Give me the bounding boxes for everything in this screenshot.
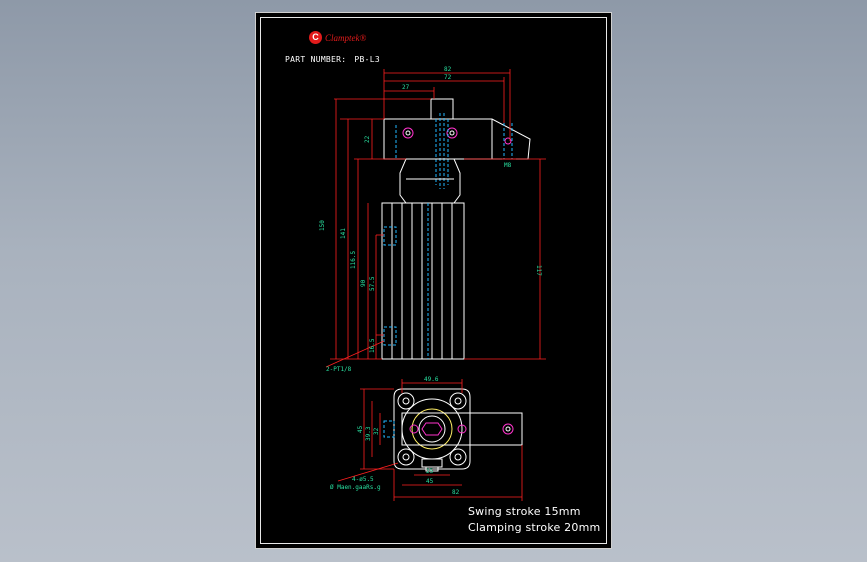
technical-drawing: 82 72 27 22 M8 150 141 116.5 90 57.5 16.… — [319, 66, 546, 501]
drawing-frame — [260, 17, 607, 544]
dim-117: 117 — [535, 265, 542, 276]
hidden-lines-plan — [383, 420, 395, 438]
dimension-text-elevation: 82 72 27 22 M8 150 141 116.5 90 57.5 16.… — [319, 66, 542, 373]
dim-32: 32 — [373, 427, 380, 435]
dim-45-vertical: 45 — [357, 425, 364, 433]
brand-logo: C Clamptek® — [309, 31, 366, 44]
hidden-ports — [383, 203, 429, 359]
dim-25: 25 — [426, 468, 434, 475]
dim-150: 150 — [319, 220, 326, 231]
dim-16-5: 16.5 — [369, 338, 376, 353]
part-number-value: PB-L3 — [354, 55, 380, 64]
dim-57-5: 57.5 — [369, 276, 376, 291]
dim-39-3: 39.3 — [365, 426, 372, 441]
dim-45-horizontal: 45 — [426, 478, 434, 485]
swing-stroke-note: Swing stroke 15mm — [468, 505, 581, 518]
clamp-body — [381, 202, 465, 360]
part-number-label: PART NUMBER: — [285, 55, 347, 64]
drawing-sheet: C Clamptek® PART NUMBER: PB-L3 — [255, 12, 612, 549]
dimension-text-plan: 49.6 45 39.3 32 25 45 82 4-ø5.5 Ø Maen.g… — [330, 376, 460, 496]
logo-icon: C — [309, 31, 322, 44]
clamp-arm — [383, 98, 531, 160]
base-flange — [393, 388, 471, 472]
dim-82-bottom: 82 — [452, 489, 460, 496]
dim-holes-note: Ø Maen.gaaRs.g — [330, 484, 381, 491]
clamping-stroke-note: Clamping stroke 20mm — [468, 521, 601, 534]
dim-116-5: 116.5 — [350, 251, 357, 269]
clamp-neck — [399, 158, 461, 204]
dim-82-top: 82 — [444, 66, 452, 73]
dim-holes: 4-ø5.5 — [352, 476, 374, 483]
dimension-lines-elevation — [325, 69, 546, 368]
dim-90: 90 — [360, 279, 367, 287]
dim-port: 2-PT1/8 — [326, 366, 352, 373]
dim-49-6: 49.6 — [424, 376, 439, 383]
dim-m8: M8 — [504, 162, 512, 169]
dimension-lines-plan — [337, 379, 523, 501]
dim-72: 72 — [444, 74, 452, 81]
dim-141: 141 — [340, 228, 347, 239]
dim-27: 27 — [402, 84, 410, 91]
brand-name: Clamptek® — [325, 32, 367, 43]
dim-22: 22 — [364, 135, 371, 143]
part-number: PART NUMBER: PB-L3 — [285, 55, 388, 64]
hidden-lines-arm — [395, 113, 513, 189]
